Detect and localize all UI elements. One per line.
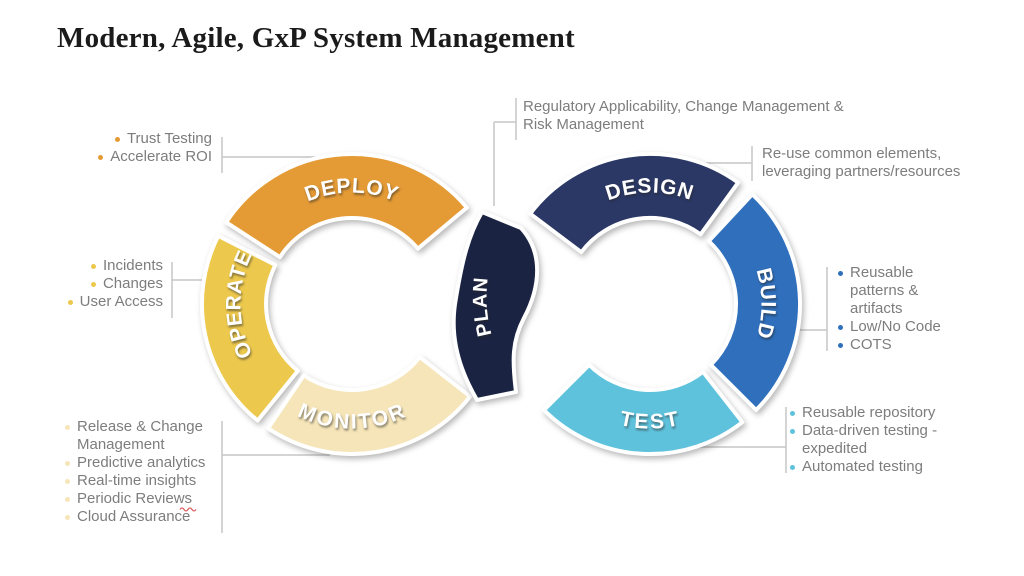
- note-item: Low/No Code: [838, 318, 958, 336]
- note-item: Predictive analytics: [65, 454, 225, 472]
- segment-test: [541, 362, 745, 457]
- note-item: Accelerate ROI: [22, 148, 212, 166]
- monitor-notes: Release & Change Management Predictive a…: [65, 418, 225, 526]
- segment-design: [528, 151, 741, 255]
- bullet-dot: [114, 137, 120, 142]
- note-item: Cloud Assurance: [65, 508, 225, 526]
- segment-operate: [199, 233, 300, 423]
- build-notes: Reusable patterns & artifacts Low/No Cod…: [838, 264, 958, 354]
- plan-note: Regulatory Applicability, Change Managem…: [523, 98, 844, 133]
- bullet-dot: [98, 155, 104, 160]
- note-item: COTS: [838, 336, 958, 354]
- bullet-dot: [67, 300, 73, 305]
- segment-deploy: [224, 152, 469, 260]
- bullet-dot: [790, 465, 795, 470]
- deploy-notes: Trust Testing Accelerate ROI: [22, 130, 212, 166]
- segment-build: [706, 192, 803, 413]
- bullet-dot: [65, 515, 70, 520]
- bullet-dot: [65, 461, 70, 466]
- note-item: Real-time insights: [65, 472, 225, 490]
- annotation-connectors: [171, 98, 828, 533]
- note-item: User Access: [13, 293, 163, 311]
- note-item: Changes: [13, 275, 163, 293]
- note-item: Release & Change Management: [65, 418, 225, 454]
- note-item: Automated testing: [790, 458, 965, 476]
- bullet-dot: [90, 282, 96, 287]
- test-notes: Reusable repository Data-driven testing …: [790, 404, 965, 476]
- note-item: Reusable repository: [790, 404, 965, 422]
- segment-monitor: [266, 355, 473, 456]
- label-test: TEST: [618, 407, 682, 434]
- bullet-dot: [90, 264, 96, 269]
- bullet-dot: [65, 497, 70, 502]
- bullet-dot: [790, 411, 795, 416]
- operate-notes: Incidents Changes User Access: [13, 257, 163, 311]
- label-plan: PLAN: [470, 275, 497, 338]
- note-item: Periodic Reviews: [65, 490, 225, 508]
- note-item: Incidents: [13, 257, 163, 275]
- bullet-dot: [838, 343, 843, 348]
- bullet-dot: [65, 479, 70, 484]
- note-item: Reusable patterns & artifacts: [838, 264, 958, 318]
- segment-plan: [451, 210, 540, 402]
- note-item: Trust Testing: [22, 130, 212, 148]
- spellcheck-underline: [179, 507, 197, 512]
- bullet-dot: [65, 425, 70, 430]
- bullet-dot: [838, 325, 843, 330]
- page-title: Modern, Agile, GxP System Management: [57, 22, 575, 54]
- bullet-dot: [838, 271, 843, 276]
- design-note: Re-use common elements, leveraging partn…: [762, 145, 961, 180]
- note-item: Data-driven testing - expedited: [790, 422, 965, 458]
- bullet-dot: [790, 429, 795, 434]
